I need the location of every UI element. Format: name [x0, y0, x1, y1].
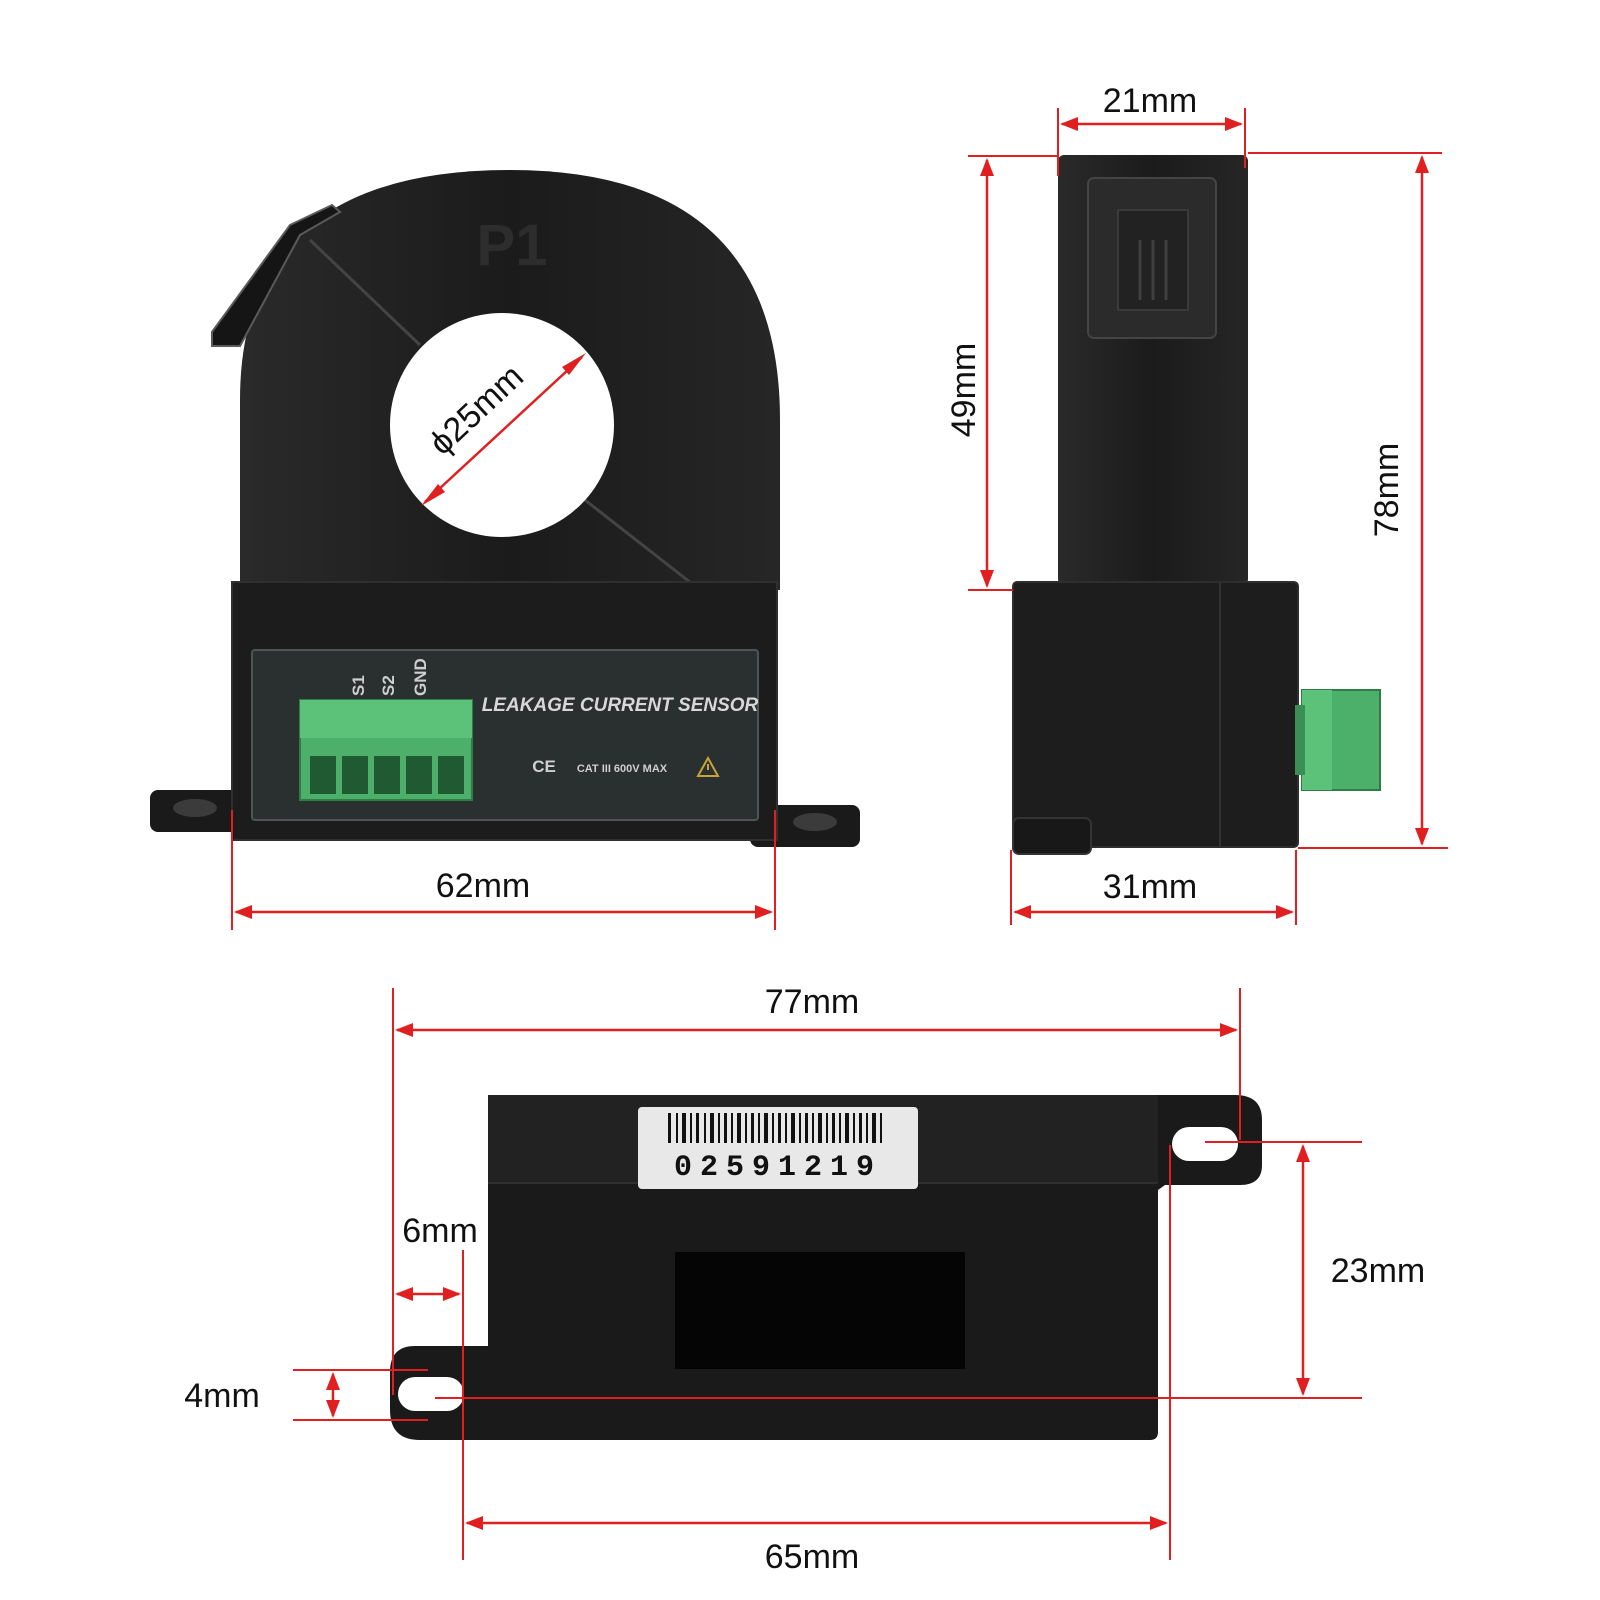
front-right-mount-hole — [793, 813, 837, 831]
side-base-arrow-left — [1013, 905, 1031, 919]
side-base-width-label: 31mm — [1103, 868, 1197, 906]
ring-split-line-top — [308, 238, 422, 347]
bottom-window — [675, 1252, 965, 1369]
barcode-bars — [668, 1113, 882, 1143]
terminal-label-s2: S2 — [379, 675, 398, 696]
side-upper-height-label: 49mm — [945, 343, 983, 437]
hole-arrow-a — [421, 484, 445, 506]
bottom-offset-arrow-right — [443, 1287, 461, 1301]
bottom-hspace-arrow-right — [1150, 1516, 1168, 1530]
bottom-overall-arrow-left — [395, 1023, 413, 1037]
side-topwidth-arrow-left — [1060, 117, 1078, 131]
terminal-label-s1: S1 — [349, 675, 368, 696]
bottom-hspace-label: 65mm — [765, 1538, 859, 1576]
side-topwidth-arrow-right — [1225, 117, 1243, 131]
bottom-right-slot-hole — [1172, 1127, 1238, 1161]
panel-title: LEAKAGE CURRENT SENSOR — [482, 695, 759, 716]
hole-arrow-b — [562, 353, 586, 375]
front-left-mount-hole — [173, 799, 217, 817]
side-upper-arrow-bottom — [980, 570, 994, 588]
bottom-slot-arrow-top — [326, 1372, 340, 1390]
bottom-overall-label: 77mm — [765, 983, 859, 1021]
bottom-hspace-arrow-left — [465, 1516, 483, 1530]
bottom-slot-arrow-bottom — [326, 1400, 340, 1418]
top-mark: P1 — [477, 213, 548, 278]
barcode-label: 02591219 — [638, 1107, 918, 1189]
bottom-offset-label: 6mm — [402, 1212, 478, 1250]
bottom-vspace-arrow-bottom — [1296, 1378, 1310, 1396]
side-lower-body — [1012, 581, 1299, 848]
barcode-number: 02591219 — [674, 1151, 882, 1185]
front-view: P1 ϕ25mm S1 S2 GND LEAKAGE CURRENT SENSO… — [150, 170, 860, 930]
ring-split-line-bottom — [584, 498, 701, 592]
front-terminal-block — [299, 699, 473, 801]
bottom-overall-arrow-right — [1220, 1023, 1238, 1037]
side-total-arrow-bottom — [1415, 828, 1429, 846]
side-upper-arrow-top — [980, 158, 994, 176]
warning-triangle-icon — [696, 755, 720, 777]
side-view: 21mm 49mm 78mm 31mm — [945, 82, 1448, 925]
hole-diameter-line — [424, 356, 583, 503]
front-width-arrow-right — [755, 905, 773, 919]
front-width-label: 62mm — [436, 867, 530, 905]
bottom-vspace-label: 23mm — [1331, 1252, 1425, 1290]
side-topwidth-label: 21mm — [1103, 82, 1197, 120]
side-foot — [1012, 817, 1092, 855]
side-base-arrow-right — [1276, 905, 1294, 919]
bottom-slot-label: 4mm — [184, 1377, 260, 1415]
ce-mark: CE — [532, 757, 556, 776]
side-total-height-label: 78mm — [1368, 443, 1406, 537]
terminal-label-gnd: GND — [411, 658, 430, 696]
bottom-view: 02591219 77mm 6mm 4mm 23mm — [184, 983, 1425, 1576]
ring-latch — [211, 203, 342, 347]
bottom-left-slot-hole — [398, 1377, 464, 1411]
side-total-arrow-top — [1415, 155, 1429, 173]
rating-text: CAT III 600V MAX — [577, 763, 668, 775]
front-width-arrow-left — [234, 905, 252, 919]
bottom-offset-arrow-left — [395, 1287, 413, 1301]
bottom-vspace-arrow-top — [1296, 1144, 1310, 1162]
side-terminal-block — [1295, 689, 1381, 791]
